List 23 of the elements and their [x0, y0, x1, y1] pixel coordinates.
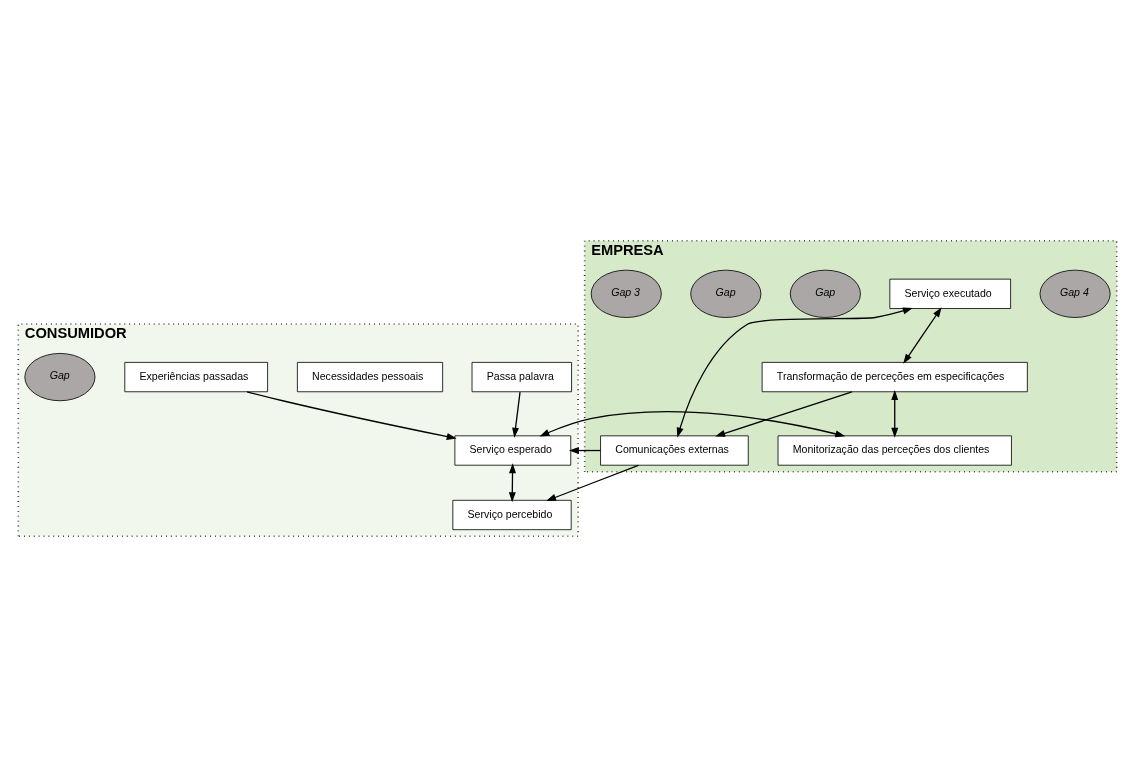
node-box: Necessidades pessoais: [296, 361, 444, 392]
arrow: [508, 462, 517, 502]
arrow: [891, 389, 899, 438]
node-box: Monitorização das perceções dos clientes: [777, 434, 1012, 466]
node-ellipse: Gap: [24, 352, 96, 401]
arrow: [676, 307, 913, 438]
node-box: Passa palavra: [471, 361, 572, 392]
node-box: Serviço percebido: [452, 499, 572, 530]
node-box: Transformação de perceções em especificações: [761, 361, 1028, 392]
node-ellipse: Gap 3: [590, 269, 662, 318]
arrow: [903, 306, 942, 364]
arrow: [246, 390, 457, 440]
node-box: Serviço executado: [889, 278, 1012, 309]
node-ellipse: Gap 4: [1039, 269, 1111, 318]
arrow: [568, 446, 602, 454]
arrow: [715, 390, 853, 437]
node-box: Comunicações externas: [600, 434, 749, 466]
node-ellipse: Gap: [789, 269, 861, 318]
node-box: Experiências passadas: [124, 361, 268, 392]
node-box: Serviço esperado: [454, 434, 572, 466]
node-ellipse: Gap: [690, 269, 762, 318]
arrow: [512, 390, 521, 438]
arrow: [539, 410, 846, 437]
